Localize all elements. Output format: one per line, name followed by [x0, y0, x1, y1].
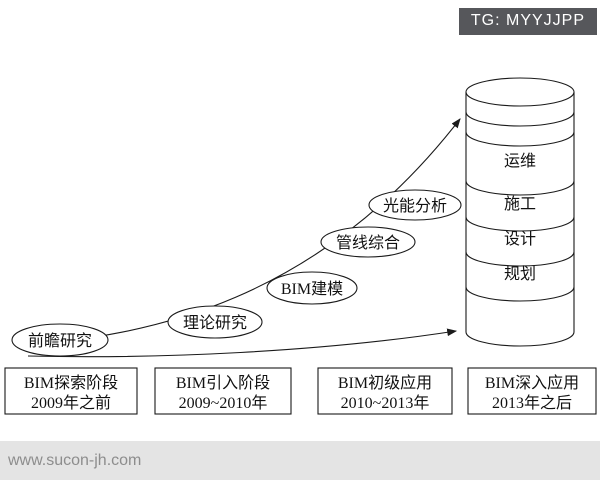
cylinder-layer-label: 运维: [504, 152, 536, 170]
stage-oval: [167, 305, 263, 339]
stage-oval-label: 光能分析: [383, 197, 447, 215]
footer-watermark-bar: www.sucon-jh.com: [0, 441, 600, 480]
cylinder: 运维 施工 设计 规划: [465, 77, 575, 347]
growth-curve-lower-arrow: [27, 328, 458, 358]
cylinder-layer-label: 规划: [504, 265, 536, 283]
cylinder-layer-label: 设计: [504, 230, 536, 248]
stage-oval-label: BIM建模: [281, 280, 343, 298]
cylinder-ring: [465, 131, 575, 147]
cylinder-divider: [465, 180, 575, 196]
footer-site-text: www.sucon-jh.com: [8, 451, 142, 469]
cylinder-divider: [465, 251, 575, 267]
cylinder-divider: [465, 216, 575, 232]
tg-watermark-text: TG: MYYJJPP: [470, 12, 585, 29]
phase-box-title: BIM深入应用: [485, 373, 579, 392]
phase-box-years: 2010~2013年: [341, 394, 430, 412]
stage-oval: [11, 323, 109, 357]
stage-oval-label: 理论研究: [183, 314, 247, 332]
phase-box: [467, 367, 597, 415]
stage-oval: [368, 189, 462, 221]
phase-box-title: BIM探索阶段: [24, 374, 118, 392]
stage-oval: [320, 226, 416, 258]
phase-box-title: BIM初级应用: [338, 373, 432, 392]
cylinder-divider: [465, 286, 575, 302]
phase-box: [154, 367, 292, 415]
tg-watermark-badge: TG: MYYJJPP: [458, 8, 597, 35]
cylinder-top: [465, 77, 575, 107]
stage-oval: [266, 271, 358, 305]
bim-development-diagram: 运维 施工 设计 规划 前瞻研究 理论研究 BIM建模 管线综合 光能分析 BI…: [4, 77, 597, 415]
stage-oval-label: 管线综合: [336, 234, 400, 252]
phase-box-years: 2009年之前: [31, 394, 111, 412]
phase-box-group: BIM探索阶段 2009年之前 BIM引入阶段 2009~2010年 BIM初级…: [4, 367, 597, 415]
phase-box-title: BIM引入阶段: [176, 374, 270, 392]
stage-oval-label: 前瞻研究: [28, 332, 92, 350]
phase-box-years: 2009~2010年: [179, 394, 268, 412]
cylinder-body: [465, 92, 575, 347]
phase-box: [4, 367, 138, 415]
cylinder-layer-label: 施工: [504, 195, 536, 213]
phase-box-years: 2013年之后: [492, 394, 572, 412]
cylinder-ring: [465, 111, 575, 127]
stage-oval-group: 前瞻研究 理论研究 BIM建模 管线综合 光能分析: [11, 189, 462, 357]
phase-box: [317, 367, 453, 415]
